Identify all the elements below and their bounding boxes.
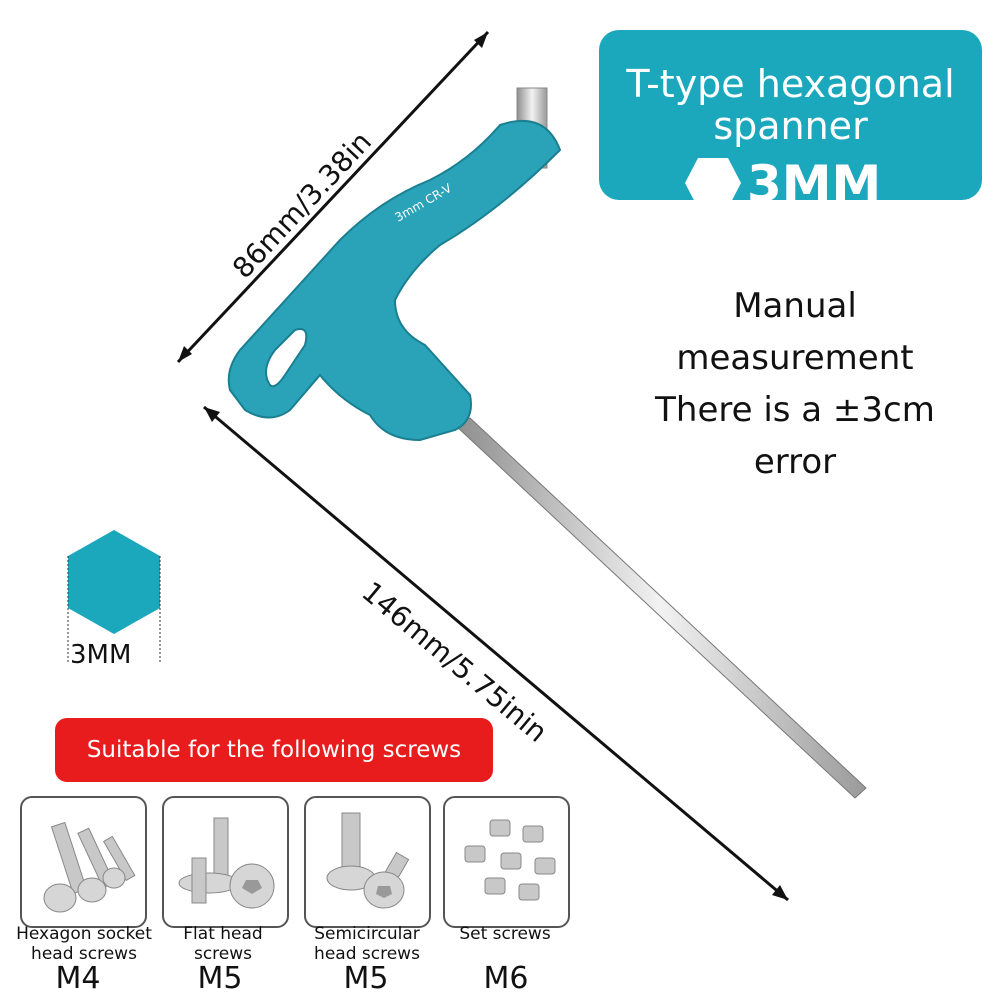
handle xyxy=(227,119,562,442)
set-screw-icon xyxy=(464,819,556,901)
arrow-head-icon xyxy=(474,32,488,48)
hex-size-label: 3MM xyxy=(70,640,132,670)
screw-card xyxy=(304,796,431,928)
screw-label-line-1: Set screws xyxy=(459,924,551,944)
arrow-head-icon xyxy=(204,407,220,422)
measurement-note: Manual measurement There is a ±3cm error xyxy=(620,280,970,488)
button-head-screw-icon xyxy=(326,812,410,909)
title-size: 3MM xyxy=(747,155,882,213)
screw-size: M5 xyxy=(197,961,243,996)
suitable-screws-banner: Suitable for the following screws xyxy=(55,718,493,782)
screw-size: M4 xyxy=(55,961,101,996)
screw-size: M6 xyxy=(483,961,529,996)
arrow-head-icon xyxy=(772,885,788,900)
screw-label-line-2: screws xyxy=(193,944,253,964)
screw-label-line-2: head screws xyxy=(31,944,137,964)
screw-card xyxy=(20,796,147,928)
note-line: measurement xyxy=(676,338,914,378)
screw-label: Set screws xyxy=(420,924,590,944)
note-line: error xyxy=(753,442,837,482)
note-line: Manual xyxy=(733,286,857,326)
screw-label-line-2: head screws xyxy=(314,944,420,964)
screw-label-line-1: Semicircular xyxy=(314,924,420,944)
note-line: There is a ±3cm xyxy=(655,390,935,430)
flat-head-screw-icon xyxy=(178,817,275,909)
screw-label: Semicircular head screws xyxy=(282,924,452,964)
screw-card xyxy=(162,796,289,928)
long-dimension-line xyxy=(203,405,789,902)
screw-label-line-1: Hexagon socket xyxy=(16,924,152,944)
screw-label: Hexagon socket head screws xyxy=(0,924,169,964)
socket-head-screw-icon xyxy=(43,821,136,913)
title-box: T-type hexagonal spanner 3MM xyxy=(599,30,982,210)
screw-size: M5 xyxy=(343,961,389,996)
short-dimension-line xyxy=(176,30,490,364)
screw-label: Flat head screws xyxy=(138,924,308,964)
title-line-2: spanner xyxy=(713,104,868,148)
handle-slot xyxy=(265,328,308,388)
hexagon-icon xyxy=(685,158,741,208)
arrow-head-icon xyxy=(178,346,192,362)
screw-card xyxy=(443,796,570,928)
hexagon-size-icon xyxy=(67,530,161,664)
screw-label-line-1: Flat head xyxy=(183,924,263,944)
title-line-1: T-type hexagonal xyxy=(626,62,955,106)
